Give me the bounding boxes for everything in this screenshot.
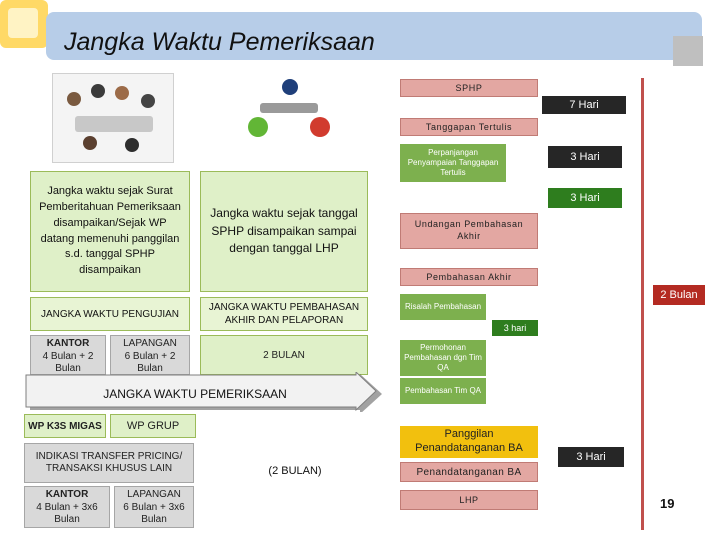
duration-3-hari-c: 3 hari [492,320,538,336]
indikasi-2-bulan: (2 BULAN) [268,465,322,477]
lapangan-label-2: LAPANGAN [127,489,181,500]
title-bar [46,12,702,60]
kantor-label-2: KANTOR [45,489,89,500]
grey-decoration [673,36,703,66]
lapangan-value: 6 Bulan + 2 Bulan [124,350,176,375]
lapangan-box: LAPANGAN 6 Bulan + 2 Bulan [110,335,190,375]
timeline-line [641,78,644,530]
jangka-waktu-pemeriksaan-arrow [25,372,382,412]
step-risalah: Risalah Pembahasan [400,294,486,320]
indikasi-transfer-pricing: INDIKASI TRANSFER PRICING/ TRANSAKSI KHU… [24,443,194,483]
step-undangan: Undangan Pembahasan Akhir [400,213,538,249]
corner-decoration-inner [8,8,38,38]
desc-surat-pemberitahuan: Jangka waktu sejak Surat Pemberitahuan P… [30,171,190,292]
kantor-box: KANTOR 4 Bulan + 2 Bulan [30,335,106,375]
kantor-value: 4 Bulan + 2 Bulan [42,350,94,375]
arrow-label: JANGKA WAKTU PEMERIKSAAN [103,387,287,401]
step-perpanjangan: Perpanjangan Penyampaian Tanggapan Tertu… [400,144,506,182]
photo-team-meeting [52,73,174,163]
duration-3-hari-d: 3 Hari [558,447,624,467]
pelaporan-2-bulan: 2 BULAN [200,335,368,375]
step-pembahasan-akhir: Pembahasan Akhir [400,268,538,286]
step-lhp: LHP [400,490,538,510]
kantor-box-2: KANTOR 4 Bulan + 3x6 Bulan [24,486,110,528]
step-pembahasan-qa: Pembahasan Tim QA [400,378,486,404]
title-pengujian: JANGKA WAKTU PENGUJIAN [30,297,190,331]
step-penandatanganan-ba: Penandatanganan BA [400,462,538,482]
title-pembahasan-pelaporan: JANGKA WAKTU PEMBAHASAN AKHIR DAN PELAPO… [200,297,368,331]
desc-sphp-lhp: Jangka waktu sejak tanggal SPHP disampai… [200,171,368,292]
duration-2-bulan: 2 Bulan [653,285,705,305]
wp-k3s-migas: WP K3S MIGAS [24,414,106,438]
step-tanggapan-tertulis: Tanggapan Tertulis [400,118,538,136]
step-permohonan-qa: Permohonan Pembahasan dgn Tim QA [400,340,486,376]
duration-7-hari: 7 Hari [542,96,626,114]
lapangan-box-2: LAPANGAN 6 Bulan + 3x6 Bulan [114,486,194,528]
kantor-value-2: 4 Bulan + 3x6 Bulan [36,501,98,526]
lapangan-label: LAPANGAN [123,338,177,349]
step-panggilan-ba: Panggilan Penandatanganan BA [400,426,538,458]
duration-3-hari-a: 3 Hari [548,146,622,168]
illustration-meeting [232,73,347,163]
page-number: 19 [660,496,675,511]
page-title: Jangka Waktu Pemeriksaan [64,28,375,56]
wp-grup: WP GRUP [110,414,196,438]
duration-3-hari-b: 3 Hari [548,188,622,208]
kantor-label: KANTOR [46,338,90,349]
lapangan-value-2: 6 Bulan + 3x6 Bulan [123,501,185,526]
step-sphp: SPHP [400,79,538,97]
